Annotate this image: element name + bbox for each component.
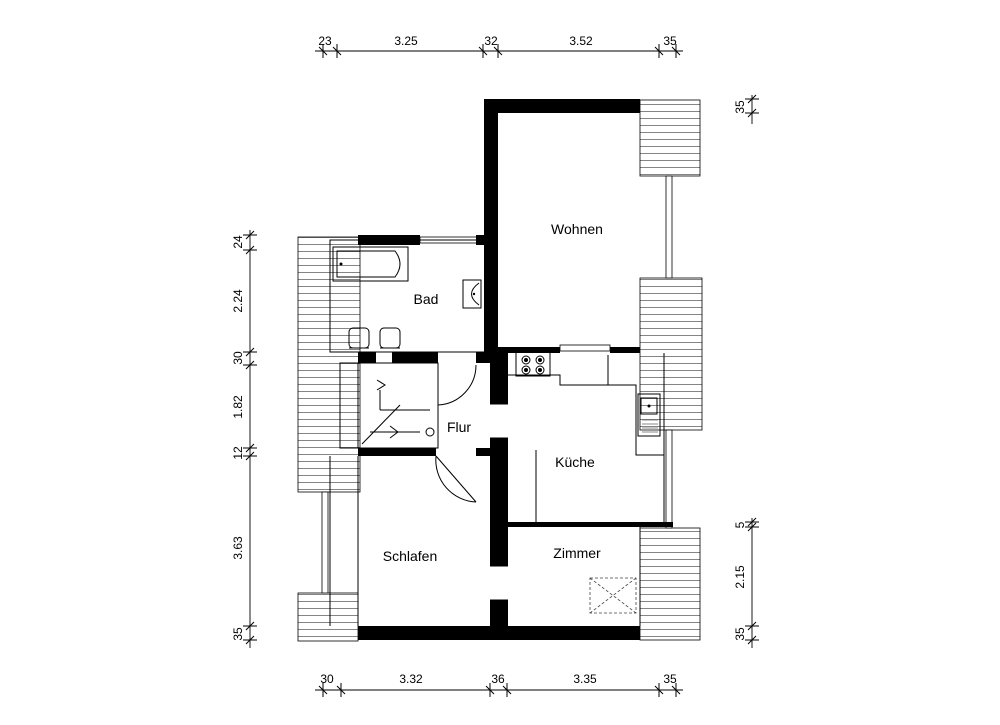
dimension-chain-bottom: 30 3.32 36 3.35 35: [315, 672, 683, 697]
doors: [435, 363, 508, 601]
room-label-zimmer: Zimmer: [553, 545, 601, 561]
interior-lines: [329, 239, 665, 626]
dim-bottom-4: 35: [663, 672, 677, 686]
dim-top-1: 3.25: [394, 34, 418, 48]
dim-left-0: 24: [231, 235, 245, 249]
dim-right-2: 2.15: [733, 565, 747, 589]
fixtures: [332, 246, 661, 614]
skylight: [589, 577, 637, 614]
balcony-bottom-left: [297, 592, 359, 642]
dim-bottom-1: 3.32: [399, 672, 423, 686]
bathtub: [332, 246, 409, 282]
dim-bottom-2: 36: [491, 672, 505, 686]
room-label-wohnen: Wohnen: [551, 221, 603, 237]
dim-left-1: 2.24: [231, 289, 245, 313]
window-kueche-top: [559, 344, 611, 352]
room-label-flur: Flur: [447, 419, 471, 435]
dim-left-6: 35: [231, 627, 245, 641]
dimension-chain-left: 24 2.24 30 1.82 12 3.63 35: [231, 230, 257, 648]
dim-left-3: 1.82: [231, 395, 245, 419]
door-bad: [437, 363, 477, 406]
balcony-mid-right: [639, 277, 703, 431]
dim-bottom-0: 30: [320, 672, 334, 686]
room-label-kueche: Küche: [555, 454, 595, 470]
balcony-left: [297, 236, 361, 493]
washbasin: [462, 279, 482, 309]
balcony-bottom-right: [639, 527, 701, 641]
dim-right-0: 35: [733, 100, 747, 114]
room-label-schlafen: Schlafen: [383, 548, 437, 564]
dim-left-2: 30: [231, 351, 245, 365]
dim-top-0: 23: [318, 34, 332, 48]
window-kueche-right: [665, 429, 673, 529]
dim-right-3: 35: [733, 627, 747, 641]
door-kueche: [490, 403, 508, 439]
stove: [515, 351, 551, 377]
balcony-top-right: [639, 99, 701, 177]
bidet: [379, 327, 401, 349]
room-labels: Wohnen Bad Flur Küche Schlafen Zimmer: [383, 221, 603, 564]
door-schlafen: [435, 455, 477, 503]
dim-left-5: 3.63: [231, 536, 245, 560]
dim-right-1: 5: [733, 521, 747, 528]
toilet: [348, 327, 370, 349]
dim-top-2: 32: [484, 34, 498, 48]
dim-top-4: 35: [663, 34, 677, 48]
dim-left-4: 12: [231, 446, 245, 460]
door-zimmer: [490, 565, 508, 601]
kitchen-sink: [637, 393, 661, 437]
dim-bottom-3: 3.35: [573, 672, 597, 686]
window-schlafen-left: [321, 491, 329, 594]
window-wohnen-right: [665, 175, 673, 279]
dim-top-3: 3.52: [569, 34, 593, 48]
staircase: [361, 379, 435, 445]
walls: [358, 99, 673, 640]
dimension-chain-top: 23 3.25 32 3.52 35: [315, 34, 683, 58]
room-label-bad: Bad: [414, 291, 439, 307]
dimension-chain-right: 35 5 2.15 35: [733, 94, 759, 648]
